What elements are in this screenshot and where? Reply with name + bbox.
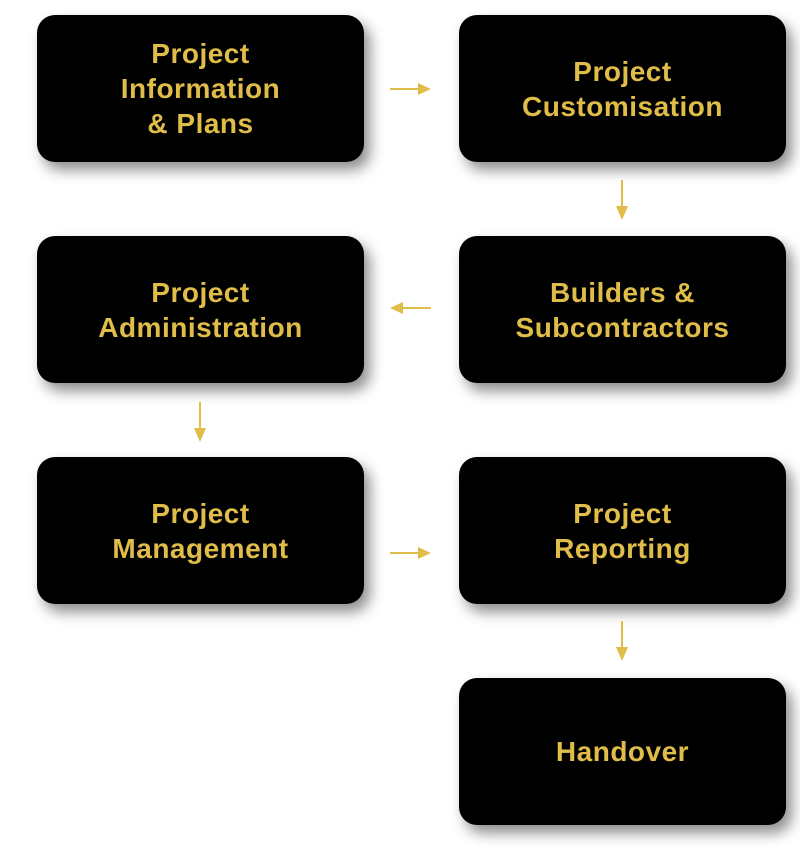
- arrow-down-icon: [616, 180, 628, 220]
- step-project-customisation: Project Customisation: [459, 15, 786, 162]
- step-label: Project Reporting: [554, 497, 691, 564]
- step-project-management: Project Management: [37, 457, 364, 604]
- step-builders-subcontractors: Builders & Subcontractors: [459, 236, 786, 383]
- step-project-administration: Project Administration: [37, 236, 364, 383]
- arrow-down-icon: [194, 402, 206, 442]
- arrow-down-icon: [616, 621, 628, 661]
- step-label: Project Information & Plans: [120, 38, 281, 139]
- step-project-reporting: Project Reporting: [459, 457, 786, 604]
- step-label: Project Administration: [98, 276, 303, 343]
- step-label: Handover: [555, 736, 690, 767]
- step-label: Project Customisation: [522, 55, 723, 122]
- step-handover: Handover: [459, 678, 786, 825]
- step-label: Project Management: [112, 497, 289, 564]
- arrow-right-icon: [390, 547, 431, 559]
- step-project-information-plans: Project Information & Plans: [37, 15, 364, 162]
- step-label: Builders & Subcontractors: [515, 276, 730, 343]
- arrow-left-icon: [390, 302, 431, 314]
- arrow-right-icon: [390, 83, 431, 95]
